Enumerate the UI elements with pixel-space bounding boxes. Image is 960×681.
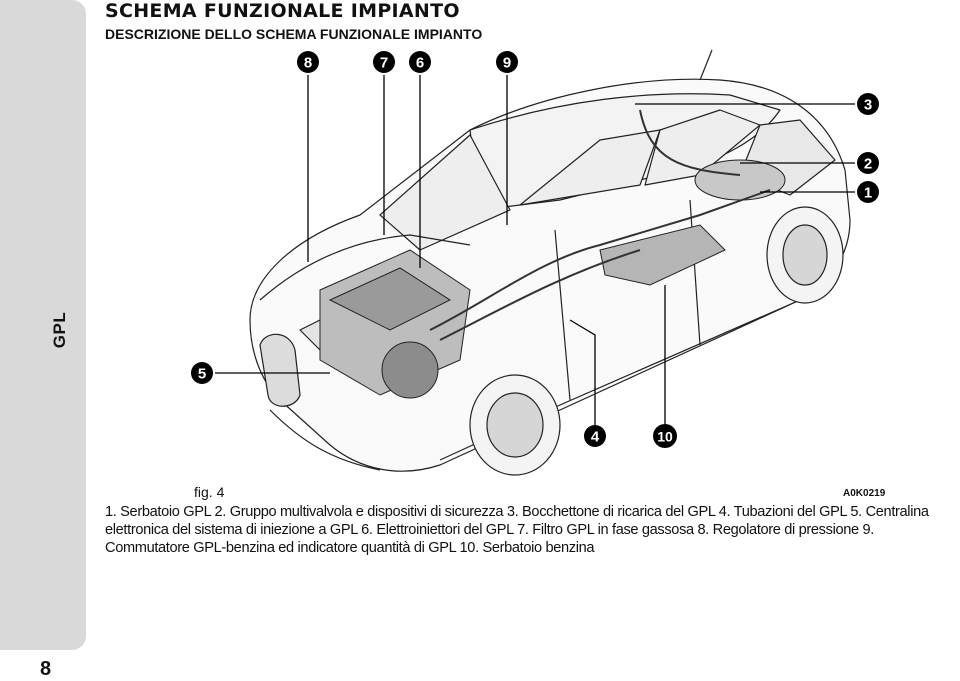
svg-text:3: 3 bbox=[864, 97, 872, 114]
callout-9: 9 bbox=[496, 51, 518, 73]
svg-text:1: 1 bbox=[864, 185, 872, 202]
svg-text:5: 5 bbox=[198, 366, 206, 383]
svg-text:9: 9 bbox=[503, 55, 511, 72]
section-tab: GPL bbox=[0, 0, 86, 650]
svg-text:8: 8 bbox=[304, 55, 312, 72]
callout-2: 2 bbox=[857, 152, 879, 174]
figure-code: A0K0219 bbox=[843, 488, 886, 499]
callout-5: 5 bbox=[191, 362, 213, 384]
leader-lines bbox=[215, 75, 855, 425]
engine-block bbox=[319, 249, 471, 399]
wheels bbox=[469, 206, 844, 476]
svg-text:7: 7 bbox=[380, 55, 388, 72]
callout-4: 4 bbox=[584, 425, 606, 447]
fuel-lines bbox=[429, 109, 771, 341]
page-number: 8 bbox=[40, 658, 52, 680]
figure-label: fig. 4 bbox=[194, 484, 225, 500]
figure-caption: 1. Serbatoio GPL 2. Gruppo multivalvola … bbox=[105, 504, 929, 556]
callout-3: 3 bbox=[857, 93, 879, 115]
svg-text:10: 10 bbox=[657, 429, 673, 445]
page-title: SCHEMA FUNZIONALE IMPIANTO bbox=[105, 0, 460, 22]
callout-8: 8 bbox=[297, 51, 319, 73]
callout-7: 7 bbox=[373, 51, 395, 73]
callout-6: 6 bbox=[409, 51, 431, 73]
tanks bbox=[599, 159, 786, 286]
callout-10: 10 bbox=[653, 424, 677, 448]
callout-1: 1 bbox=[857, 181, 879, 203]
svg-text:6: 6 bbox=[416, 55, 424, 72]
svg-text:2: 2 bbox=[864, 156, 872, 173]
page-subtitle: DESCRIZIONE DELLO SCHEMA FUNZIONALE IMPI… bbox=[105, 26, 483, 42]
svg-text:4: 4 bbox=[591, 429, 600, 446]
